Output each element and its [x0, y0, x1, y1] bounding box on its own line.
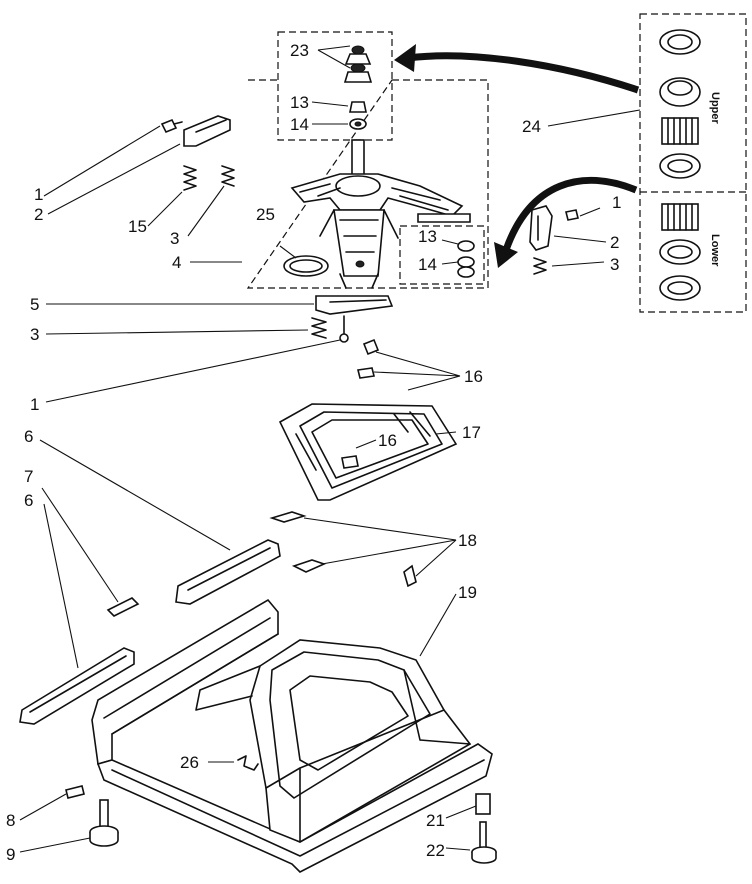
ref-3-center: 3 — [30, 325, 39, 344]
spring-15 — [183, 165, 197, 191]
bearing-kit-lower — [659, 203, 701, 301]
ref-4: 4 — [172, 253, 181, 272]
ref-3-right: 3 — [610, 255, 619, 274]
ref-17: 17 — [462, 423, 481, 442]
ref-2-right: 2 — [610, 233, 619, 252]
kit-label-upper: Upper — [709, 92, 721, 125]
side-bearings-13-14 — [457, 240, 475, 278]
ref-1-center: 1 — [30, 395, 39, 414]
lower-arm — [417, 213, 471, 223]
ref-13-side: 13 — [418, 227, 437, 246]
bearing-13-top — [349, 101, 367, 113]
ref-6-lower: 6 — [24, 491, 33, 510]
leader-lines — [19, 45, 641, 853]
ref-23: 23 — [290, 41, 309, 60]
ref-21: 21 — [426, 811, 445, 830]
bearing-ring-25 — [283, 255, 329, 277]
ref-24: 24 — [522, 117, 541, 136]
ref-14-top: 14 — [290, 115, 309, 134]
brace-6-right — [175, 539, 281, 605]
ref-7: 7 — [24, 467, 33, 486]
base-frame-19 — [91, 598, 493, 873]
right-bracket-2 — [529, 205, 553, 251]
left-screw-1 — [160, 118, 183, 134]
pin-7 — [106, 597, 140, 617]
ref-2-left: 2 — [34, 205, 43, 224]
ref-26: 26 — [180, 753, 199, 772]
bearing-kit-upper — [659, 29, 701, 179]
right-screw-1 — [565, 209, 579, 221]
kit-label-lower: Lower — [709, 234, 721, 267]
ref-6-upper: 6 — [24, 427, 33, 446]
arrow-to-top-bearings — [394, 44, 640, 94]
ref-22: 22 — [426, 841, 445, 860]
reference-numbers: 1 2 15 3 4 25 23 13 14 24 1 2 3 13 14 5 … — [6, 41, 621, 864]
ref-16-top: 16 — [464, 367, 483, 386]
upper-bearing-cones — [343, 45, 373, 83]
brace-6-left — [19, 647, 135, 725]
ref-8: 8 — [6, 811, 15, 830]
ref-1-right: 1 — [612, 193, 621, 212]
ref-15: 15 — [128, 217, 147, 236]
ref-5: 5 — [30, 295, 39, 314]
screw-1-center — [339, 315, 349, 343]
ref-1-left: 1 — [34, 185, 43, 204]
pads-16 — [341, 338, 380, 469]
spring-3-left — [221, 165, 235, 187]
bracket-5 — [315, 295, 394, 315]
right-spring-3 — [533, 257, 547, 275]
transmission-bearing-box — [246, 31, 489, 289]
foot-left — [65, 785, 119, 847]
ref-14-side: 14 — [418, 255, 437, 274]
ref-18: 18 — [458, 531, 477, 550]
ref-13-top: 13 — [290, 93, 309, 112]
left-bracket-2 — [183, 115, 231, 147]
ref-19: 19 — [458, 583, 477, 602]
foot-right — [471, 793, 497, 864]
spring-3-center — [311, 317, 327, 339]
bearing-14-top — [349, 118, 367, 130]
ref-3-left: 3 — [170, 229, 179, 248]
ref-16-plate: 16 — [378, 431, 397, 450]
transmission-base-assembly — [290, 139, 464, 289]
pads-18 — [269, 511, 417, 588]
bearing-kit-box — [639, 13, 747, 313]
ref-9: 9 — [6, 845, 15, 864]
side-bearing-box — [399, 225, 485, 285]
clip-26 — [237, 755, 259, 771]
spacer-plate-17 — [278, 403, 458, 501]
ref-25: 25 — [256, 205, 275, 224]
arrow-to-side-bearings — [494, 176, 638, 268]
